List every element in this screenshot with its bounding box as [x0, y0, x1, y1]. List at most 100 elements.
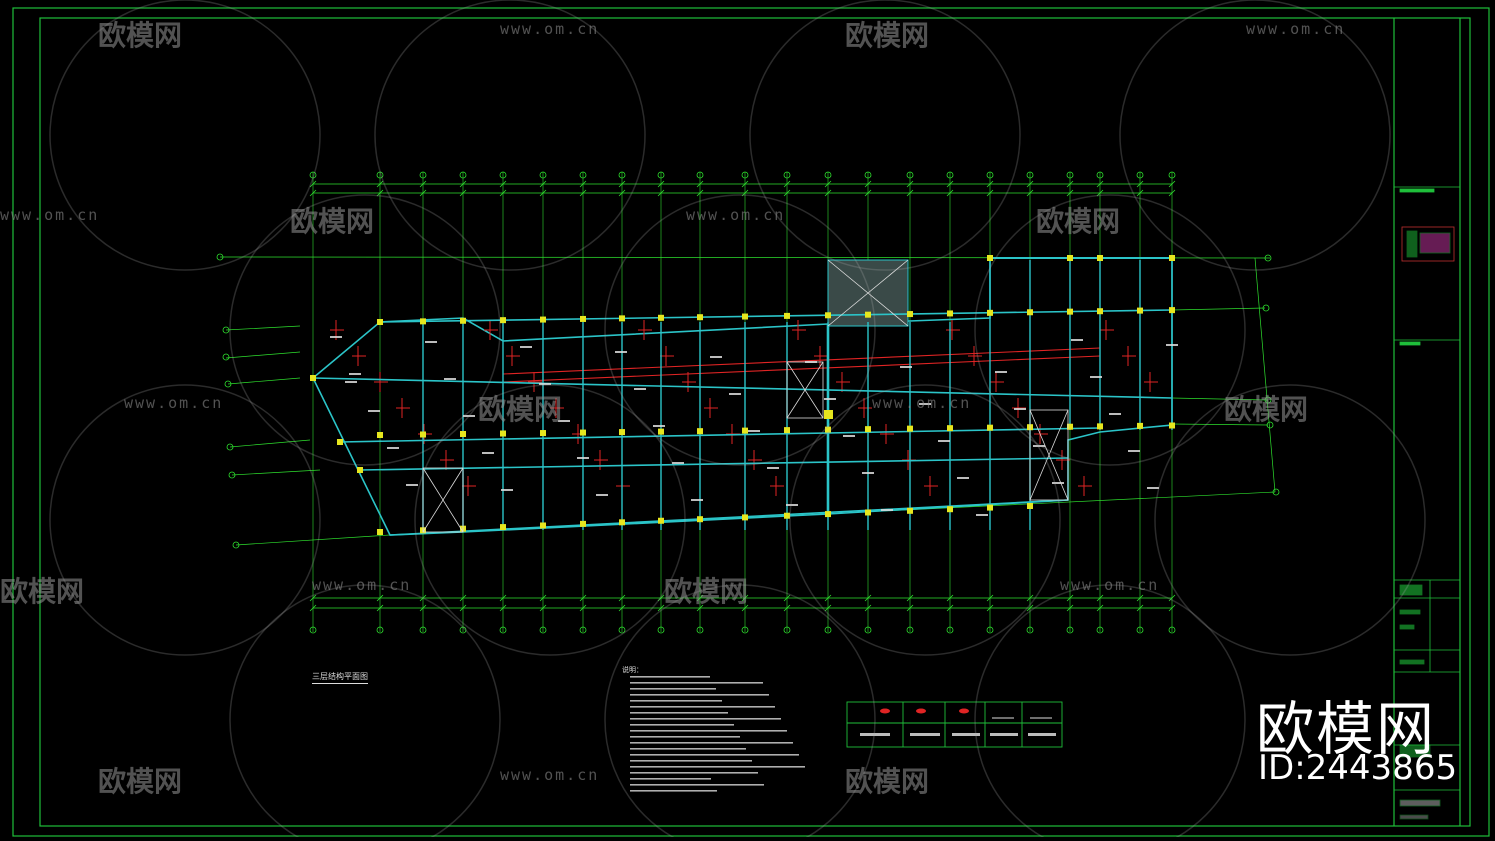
column: [500, 524, 506, 531]
column: [310, 375, 316, 381]
beam-label-mark: [1128, 450, 1140, 452]
dimension-tick: [986, 604, 994, 612]
dimension-tick: [783, 594, 791, 602]
axis-bubble: [783, 171, 791, 179]
axis-bubble: [1168, 626, 1176, 634]
dimension-tick: [309, 189, 317, 197]
watermark-brand: 欧模网: [1036, 205, 1121, 238]
dimension-tick: [906, 604, 914, 612]
dimension-tick: [1136, 189, 1144, 197]
axis-bubble: [309, 626, 317, 634]
column: [947, 310, 953, 317]
opening-cross: [827, 259, 909, 327]
dimension-tick: [657, 604, 665, 612]
column: [907, 425, 913, 432]
column: [377, 432, 383, 438]
watermark-brand: 欧模网: [478, 393, 563, 426]
beam-label-mark: [1109, 413, 1121, 415]
dimension-tick: [459, 604, 467, 612]
note-line: [630, 742, 793, 744]
axis-line-horizontal: [235, 534, 391, 546]
dimension-tick: [1096, 189, 1104, 197]
beam-label-mark: [748, 430, 760, 432]
dimension-tick: [1168, 604, 1176, 612]
dimension-tick: [618, 604, 626, 612]
column: [907, 507, 913, 514]
beam-label-mark: [672, 462, 684, 464]
column: [580, 520, 586, 527]
axis-bubble: [986, 171, 994, 179]
beam-label-mark: [406, 484, 418, 486]
column: [742, 313, 748, 320]
column: [500, 430, 506, 437]
axis-bubble: [1168, 171, 1176, 179]
watermark-id: ID:2443865: [1258, 748, 1458, 788]
beam-label-mark: [596, 494, 608, 496]
opening-cross: [422, 467, 464, 533]
dimension-tick: [309, 180, 317, 188]
axis-line-horizontal: [225, 351, 301, 359]
note-line: [630, 760, 752, 762]
opening-cross: [786, 361, 824, 419]
beam-label-mark: [767, 467, 779, 469]
axis-bubble: [376, 626, 384, 634]
beam-horizontal: [359, 457, 1069, 471]
note-line: [630, 694, 769, 696]
beam-label-mark: [368, 410, 380, 412]
watermark-rings: [49, 0, 1426, 841]
beam-label-mark: [653, 425, 665, 427]
title-block: [1394, 186, 1460, 820]
slab-outline: [312, 257, 1173, 536]
dimension-tick: [309, 594, 317, 602]
beam-label-mark: [881, 509, 893, 511]
column: [947, 506, 953, 513]
column: [784, 427, 790, 434]
dimension-tick: [499, 180, 507, 188]
axis-bubble: [824, 626, 832, 634]
dimension-tick: [539, 189, 547, 197]
column: [1027, 309, 1033, 316]
axis-bubble: [657, 171, 665, 179]
column: [1067, 308, 1073, 315]
axis-bubble: [1096, 171, 1104, 179]
note-line: [630, 682, 763, 684]
column: [865, 311, 871, 318]
dimension-tick: [1066, 189, 1074, 197]
column: [987, 309, 993, 316]
column: [825, 426, 831, 433]
axis-bubble: [579, 171, 587, 179]
column: [460, 317, 466, 324]
dimension-tick: [906, 189, 914, 197]
dimension-tick: [618, 189, 626, 197]
note-line: [630, 784, 764, 786]
axis-bubble: [864, 171, 872, 179]
dimension-tick: [986, 180, 994, 188]
axis-bubble: [1026, 626, 1034, 634]
beam-label-mark: [957, 477, 969, 479]
beam-label-mark: [349, 373, 361, 375]
dimension-tick: [1026, 180, 1034, 188]
beam-label-mark: [558, 420, 570, 422]
note-line: [630, 748, 746, 750]
beam-label-mark: [425, 341, 437, 343]
dimension-tick: [419, 604, 427, 612]
dimension-tick: [1096, 180, 1104, 188]
column: [420, 431, 426, 438]
column: [1169, 255, 1175, 261]
note-line: [630, 766, 805, 768]
watermark-url: www.om.cn: [312, 576, 412, 594]
dimension-tick: [419, 594, 427, 602]
column: [825, 312, 831, 319]
dimension-tick: [946, 594, 954, 602]
dimension-tick: [459, 189, 467, 197]
beam-horizontal: [339, 427, 1101, 443]
column: [619, 315, 625, 322]
dimension-tick: [696, 594, 704, 602]
watermark-brand: 欧模网: [98, 765, 183, 798]
dimension-tick: [946, 604, 954, 612]
watermark-url: www.om.cn: [124, 394, 224, 412]
note-line: [630, 730, 787, 732]
drawing-frame: [12, 7, 1490, 837]
column: [987, 255, 993, 261]
